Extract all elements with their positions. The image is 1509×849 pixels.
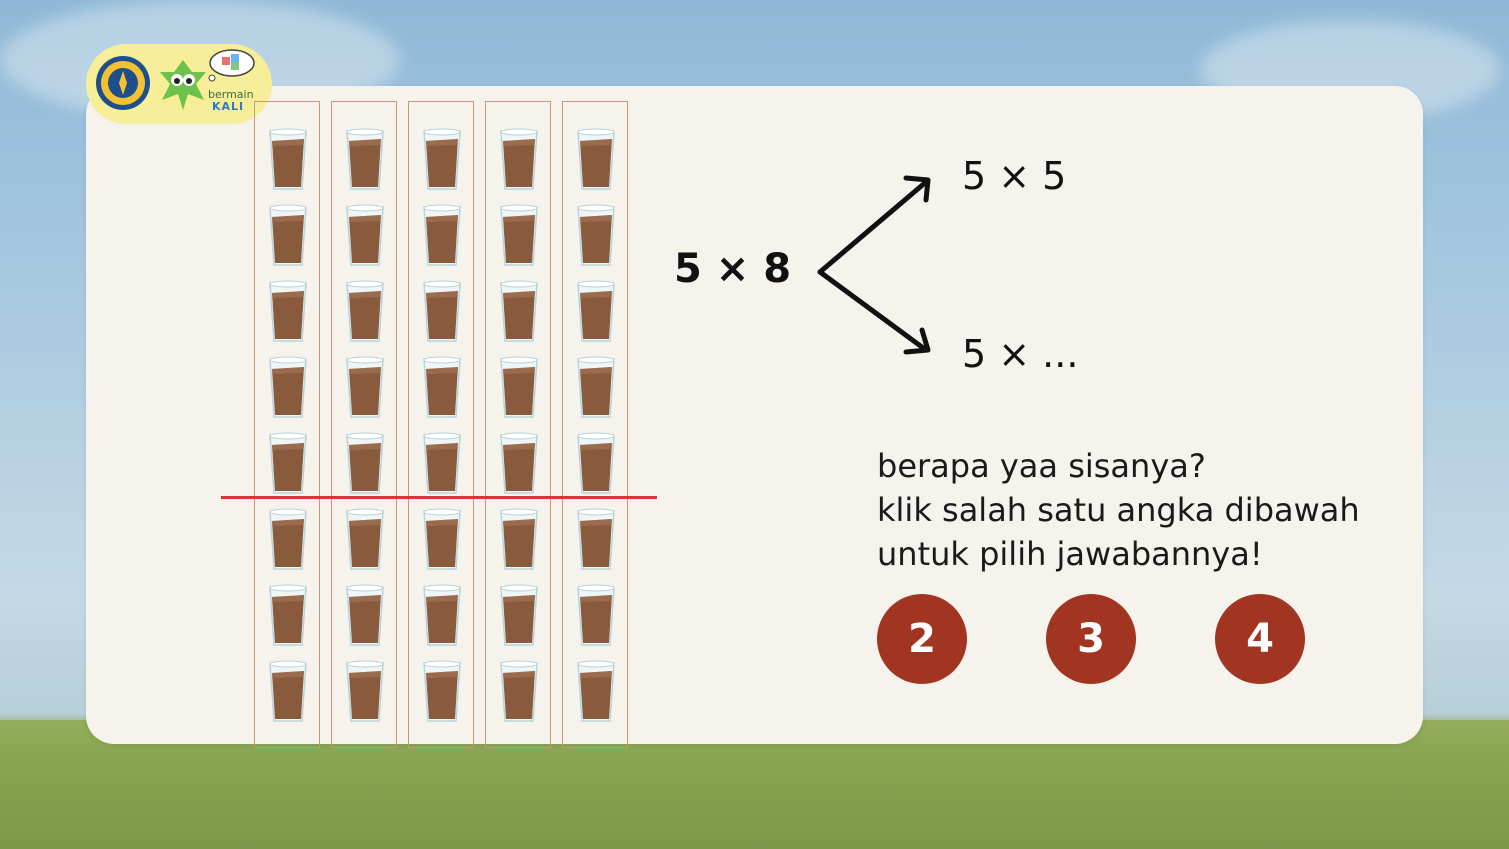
arrow-down-icon <box>817 269 931 355</box>
chocolate-milk-glass-icon <box>499 203 539 267</box>
chocolate-milk-glass-icon <box>345 355 385 419</box>
chocolate-milk-glass-icon <box>345 127 385 191</box>
chocolate-milk-glass-icon <box>268 279 308 343</box>
chocolate-milk-glass-icon <box>576 279 616 343</box>
chocolate-milk-glass-icon <box>422 431 462 495</box>
instruction-line: untuk pilih jawabannya! <box>877 535 1263 573</box>
chocolate-milk-glass-icon <box>422 507 462 571</box>
chocolate-milk-glass-icon <box>499 659 539 723</box>
chocolate-milk-glass-icon <box>499 355 539 419</box>
chocolate-milk-glass-icon <box>345 507 385 571</box>
main-expression: 5 × 8 <box>674 246 792 292</box>
chocolate-milk-glass-icon <box>499 127 539 191</box>
chocolate-milk-glass-icon <box>345 431 385 495</box>
ministry-seal-icon <box>96 56 150 110</box>
mascot-icon <box>160 60 206 110</box>
answer-button-3[interactable]: 3 <box>1046 594 1136 684</box>
chocolate-milk-glass-icon <box>345 279 385 343</box>
chocolate-milk-glass-icon <box>576 355 616 419</box>
chocolate-milk-glass-icon <box>268 659 308 723</box>
instruction-line: klik salah satu angka dibawah <box>877 491 1360 529</box>
chocolate-milk-glass-icon <box>576 431 616 495</box>
branch-bottom-expression: 5 × ... <box>962 332 1079 376</box>
chocolate-milk-glass-icon <box>345 203 385 267</box>
instruction-text: berapa yaa sisanya? klik salah satu angk… <box>877 444 1360 576</box>
chocolate-milk-glass-icon <box>268 431 308 495</box>
chocolate-milk-glass-icon <box>268 127 308 191</box>
chocolate-milk-glass-icon <box>576 127 616 191</box>
logo-text: bermain <box>208 88 254 101</box>
arrow-up-icon <box>817 175 931 275</box>
thought-bubble-icon <box>208 49 255 82</box>
answer-button-4[interactable]: 4 <box>1215 594 1305 684</box>
glass-column <box>485 101 551 748</box>
chocolate-milk-glass-icon <box>576 583 616 647</box>
glass-column <box>408 101 474 748</box>
chocolate-milk-glass-icon <box>345 583 385 647</box>
logo-text: KALI <box>212 100 245 113</box>
chocolate-milk-glass-icon <box>576 507 616 571</box>
logo-badge: bermain KALI <box>86 44 272 124</box>
branch-arrows <box>817 175 931 355</box>
chocolate-milk-glass-icon <box>268 203 308 267</box>
chocolate-milk-glass-icon <box>499 507 539 571</box>
chocolate-milk-glass-icon <box>422 583 462 647</box>
chocolate-milk-glass-icon <box>268 583 308 647</box>
chocolate-milk-glass-icon <box>499 431 539 495</box>
answer-button-2[interactable]: 2 <box>877 594 967 684</box>
chocolate-milk-glass-icon <box>345 659 385 723</box>
chocolate-milk-glass-icon <box>499 583 539 647</box>
chocolate-milk-glass-icon <box>422 279 462 343</box>
content-card <box>86 86 1423 744</box>
split-line <box>221 496 657 499</box>
glass-column <box>254 101 320 748</box>
instruction-line: berapa yaa sisanya? <box>877 447 1206 485</box>
chocolate-milk-glass-icon <box>422 127 462 191</box>
glass-column <box>331 101 397 748</box>
branch-top-expression: 5 × 5 <box>962 154 1067 198</box>
chocolate-milk-glass-icon <box>268 507 308 571</box>
glass-column <box>562 101 628 748</box>
chocolate-milk-glass-icon <box>576 659 616 723</box>
chocolate-milk-glass-icon <box>268 355 308 419</box>
chocolate-milk-glass-icon <box>422 203 462 267</box>
chocolate-milk-glass-icon <box>422 659 462 723</box>
chocolate-milk-glass-icon <box>422 355 462 419</box>
chocolate-milk-glass-icon <box>576 203 616 267</box>
chocolate-milk-glass-icon <box>499 279 539 343</box>
